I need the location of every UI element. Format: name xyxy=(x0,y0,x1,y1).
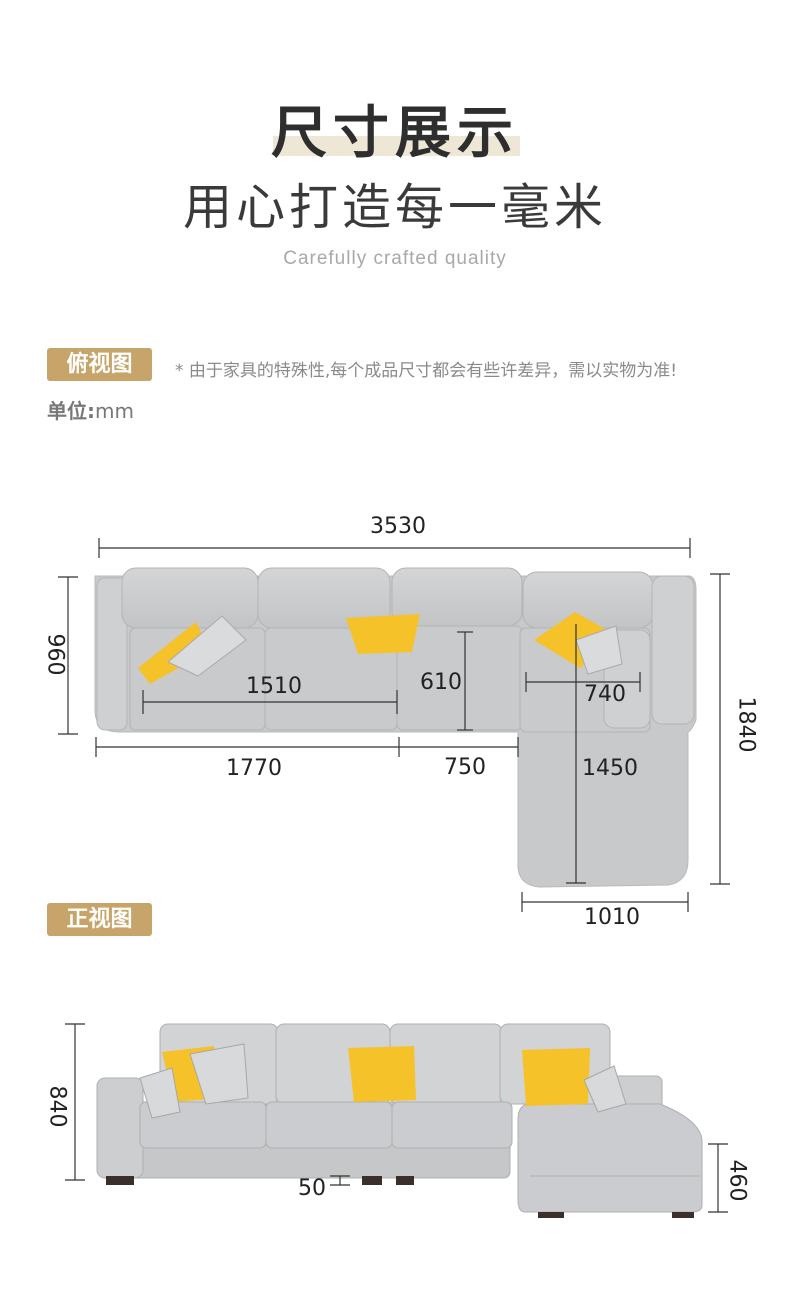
front-leg-4 xyxy=(538,1212,564,1218)
back-cushion-1 xyxy=(121,567,259,629)
unit-value: mm xyxy=(95,399,134,423)
dim-left-section: 1770 xyxy=(226,756,282,781)
front-leg-5 xyxy=(672,1212,694,1218)
front-leg-1 xyxy=(106,1176,134,1185)
dim-total-width: 3530 xyxy=(370,514,426,539)
front-left-arm xyxy=(96,1077,144,1179)
title-highlight xyxy=(273,136,520,156)
dim-leg-height: 50 xyxy=(298,1176,326,1201)
page-title: 尺寸展示 xyxy=(271,101,519,166)
top-view-badge: 俯视图 xyxy=(47,348,152,381)
pillow-gray-1 xyxy=(167,615,247,677)
front-pillow-yellow-3 xyxy=(522,1048,590,1106)
dim-seat-width: 1510 xyxy=(246,674,302,699)
dim-chaise-seat-width: 740 xyxy=(584,682,626,707)
front-pillow-gray-3 xyxy=(583,1065,627,1113)
dim-front-height: 840 xyxy=(44,1085,70,1128)
front-pillow-gray-1 xyxy=(189,1043,249,1105)
front-seat-3 xyxy=(391,1101,513,1149)
unit-label-text: 单位: xyxy=(47,399,95,423)
right-arm xyxy=(651,575,695,725)
pillow-yellow-2 xyxy=(346,614,420,654)
front-leg-2 xyxy=(362,1176,382,1185)
dim-depth: 960 xyxy=(42,633,68,676)
dim-total-depth: 1840 xyxy=(733,696,759,753)
dim-seat-depth: 610 xyxy=(420,670,462,695)
disclaimer-note: * 由于家具的特殊性,每个成品尺寸都会有些许差异，需以实物为准! xyxy=(175,361,678,381)
front-seat-2 xyxy=(265,1101,393,1149)
page-subtitle-en: Carefully crafted quality xyxy=(283,248,507,269)
dim-chaise-length: 1450 xyxy=(582,756,638,781)
pillow-gray-2 xyxy=(575,625,623,675)
page-subtitle: 用心打造每一毫米 xyxy=(182,179,607,236)
front-pillow-gray-2 xyxy=(139,1067,181,1119)
sofa-left-arm xyxy=(96,577,128,731)
front-chaise xyxy=(517,1103,703,1213)
dim-seat-height: 460 xyxy=(724,1159,750,1202)
dim-chaise-width: 1010 xyxy=(584,905,640,930)
pillow-yellow-1 xyxy=(138,622,210,684)
front-leg-3 xyxy=(396,1176,414,1185)
front-view-badge: 正视图 xyxy=(47,903,152,936)
dim-middle-section: 750 xyxy=(444,755,486,780)
front-pillow-yellow-2 xyxy=(348,1046,416,1102)
unit-label: 单位:mm xyxy=(47,395,134,424)
